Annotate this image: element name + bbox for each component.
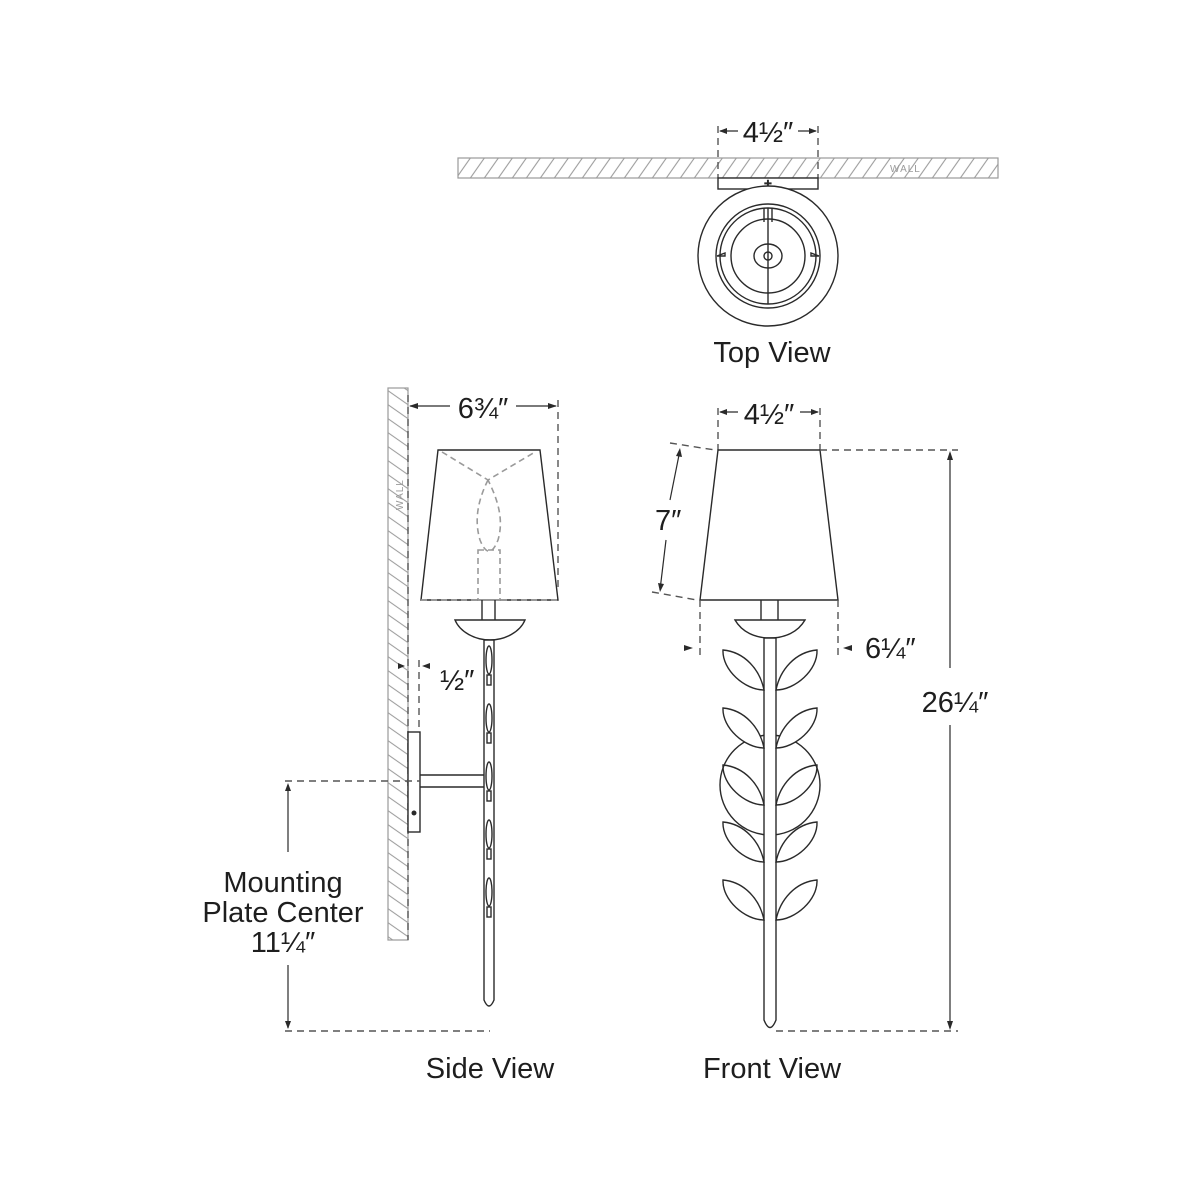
side-extension-dimension: 6¾″ xyxy=(458,393,509,425)
side-view-label: Side View xyxy=(426,1053,555,1085)
front-shade-width-dimension: 4½″ xyxy=(744,399,795,431)
mounting-center-label-1: Mounting xyxy=(223,867,342,899)
plate-offset-dimension: ½″ xyxy=(440,665,474,697)
front-view-label: Front View xyxy=(703,1053,842,1085)
top-view-label: Top View xyxy=(713,337,831,369)
stem-slots xyxy=(485,645,493,918)
mounting-center-label-2: Plate Center xyxy=(202,897,364,929)
screw-icon: ✚ xyxy=(764,179,772,190)
front-view: 4½″ 7″ 6¼″ xyxy=(651,399,989,1085)
top-width-dimension: 4½″ xyxy=(743,117,794,149)
overall-height-dimension: 26¼″ xyxy=(922,687,989,719)
wall-label-top: WALL xyxy=(890,164,921,175)
top-view: WALL 4½″ ✚ Top View xyxy=(457,117,999,369)
side-view: WALL 6¾″ ½″ xyxy=(202,387,559,1085)
shade-bottom-width-dimension: 6¼″ xyxy=(865,633,916,665)
mounting-center-value: 11¼″ xyxy=(251,927,316,959)
wall-label-side: WALL xyxy=(395,479,406,510)
leaf-pairs xyxy=(722,649,818,921)
shade-height-dimension: 7″ xyxy=(655,505,681,537)
